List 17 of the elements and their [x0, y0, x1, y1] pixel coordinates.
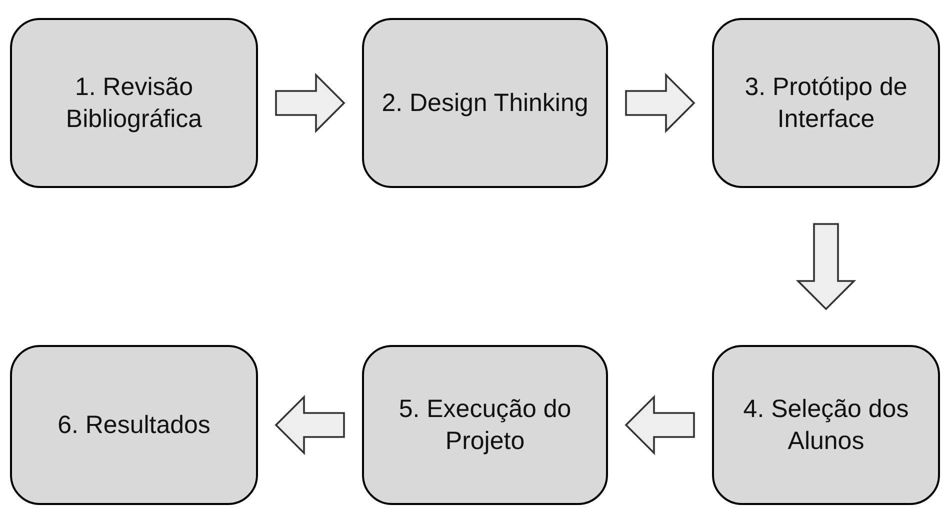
block-arrow — [625, 72, 696, 134]
process-box — [10, 18, 258, 188]
process-box — [362, 18, 608, 188]
block-arrow — [624, 394, 695, 456]
process-box — [712, 345, 940, 505]
process-box — [10, 345, 258, 505]
block-arrow — [796, 223, 856, 310]
step-label: 2. Design Thinking — [382, 88, 588, 119]
step-label: 4. Seleção dos Alunos — [742, 394, 910, 457]
step-label: 3. Protótipo de Interface — [744, 72, 908, 135]
step-label: 5. Execução do Projeto — [398, 394, 572, 457]
step-label: 1. Revisão Bibliográfica — [64, 72, 204, 135]
process-box — [362, 345, 608, 505]
block-arrow — [274, 394, 345, 456]
process-box — [712, 18, 940, 188]
block-arrow — [275, 72, 346, 134]
step-label: 6. Resultados — [58, 410, 210, 441]
